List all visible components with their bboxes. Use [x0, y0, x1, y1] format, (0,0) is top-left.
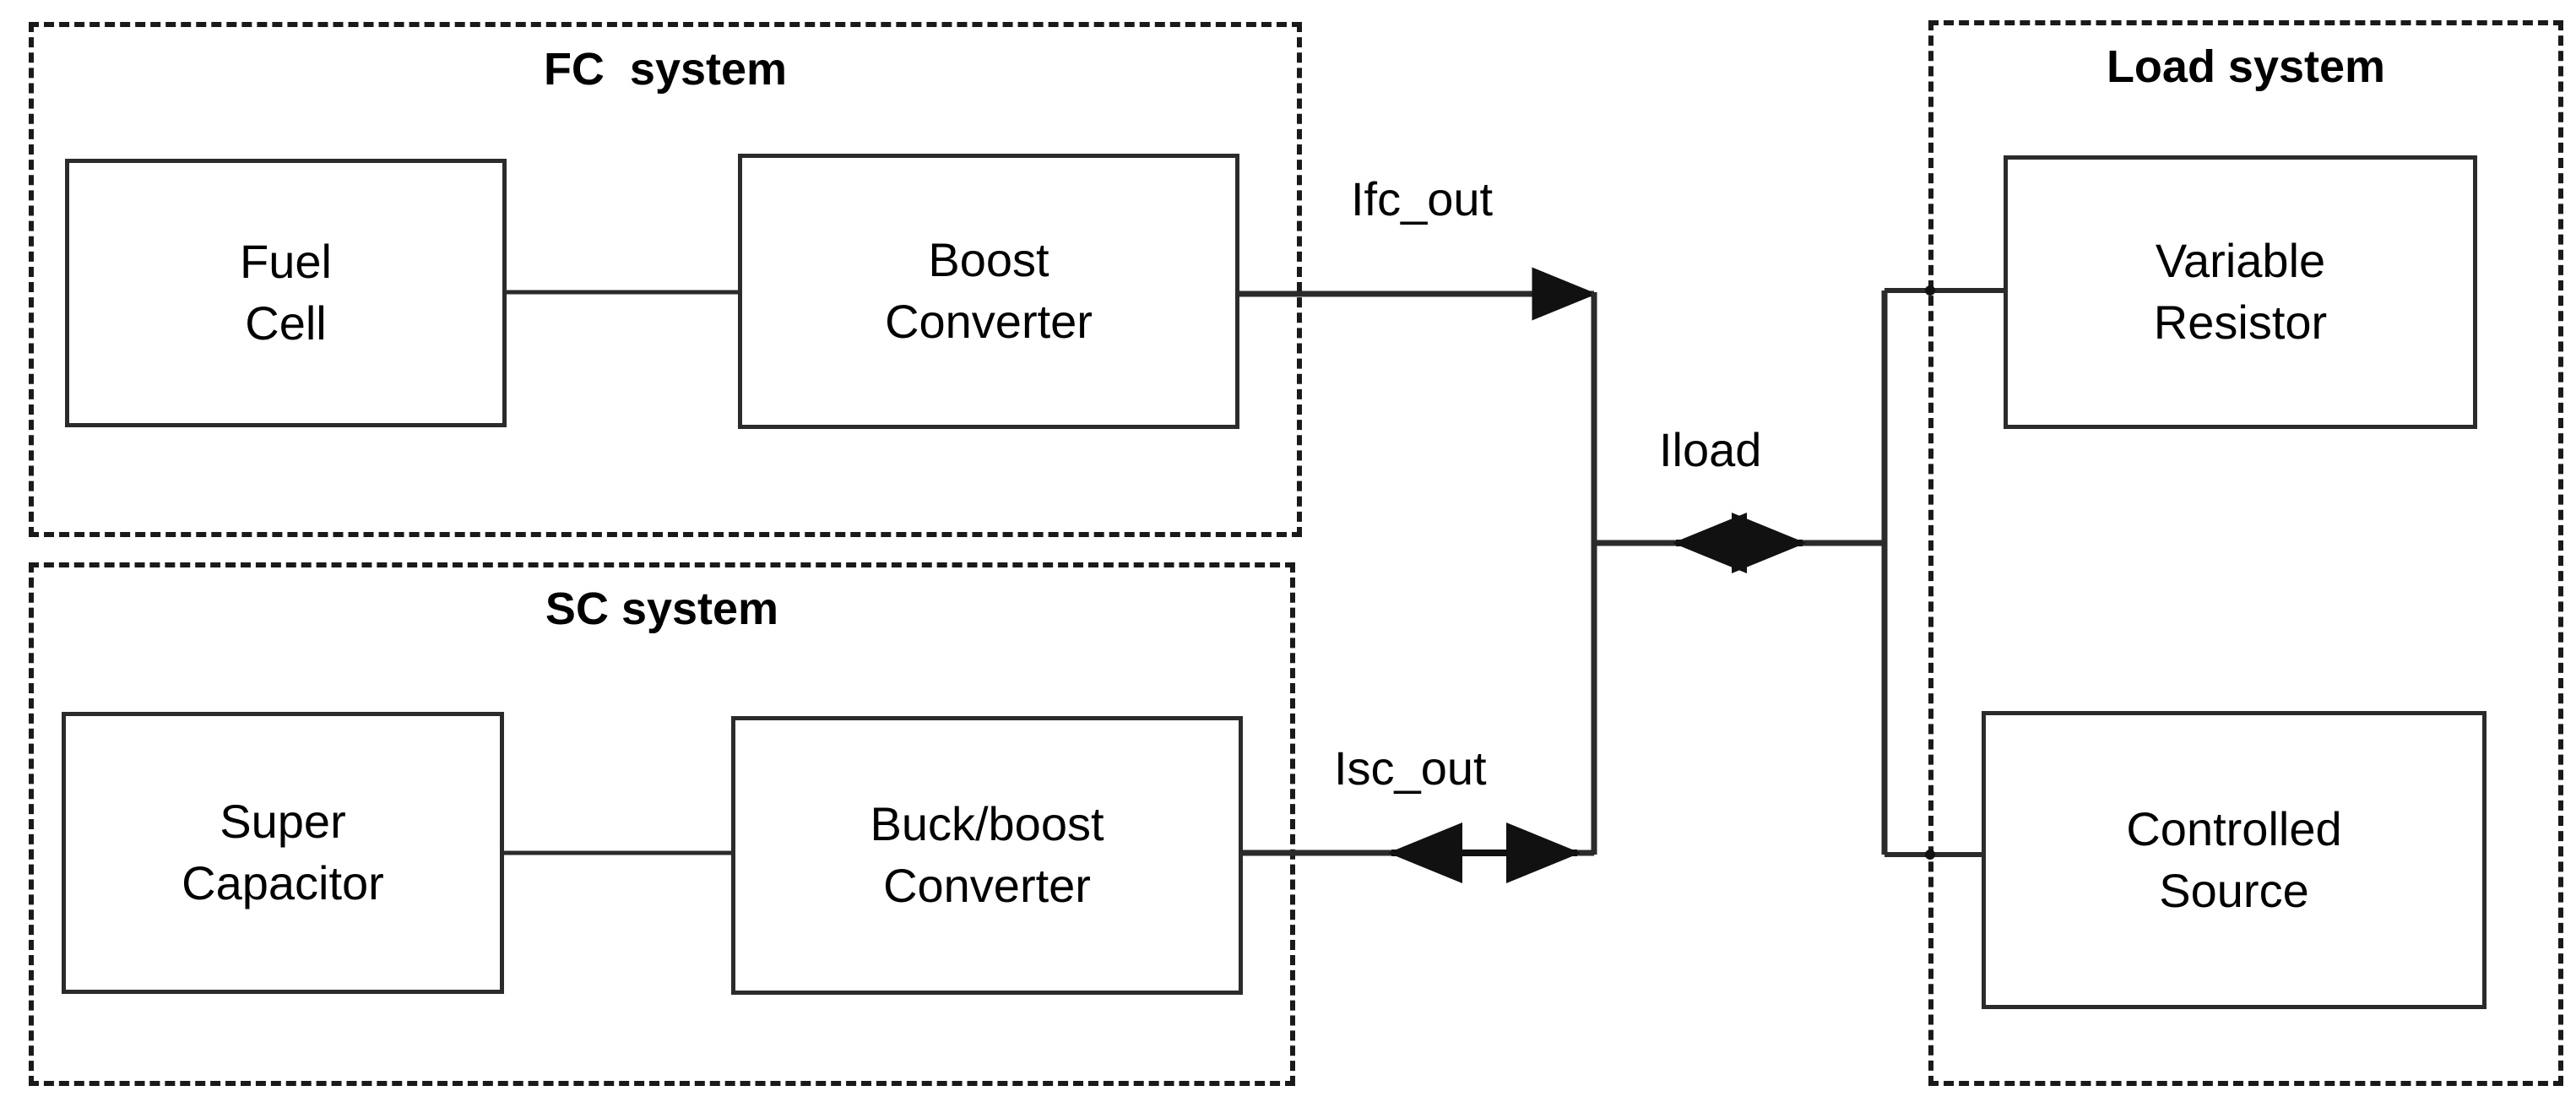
- block-fuel-cell[interactable]: Fuel Cell: [65, 159, 507, 427]
- signal-label-isc-out: Isc_out: [1334, 741, 1487, 795]
- block-controlled-source[interactable]: Controlled Source: [1982, 711, 2487, 1009]
- signal-label-iload: Iload: [1659, 423, 1762, 476]
- block-super-capacitor-line2: Capacitor: [182, 856, 384, 909]
- block-controlled-source-line2: Source: [2159, 863, 2309, 917]
- group-title-sc-system: SC system: [545, 584, 779, 634]
- signal-label-ifc-out: Ifc_out: [1351, 172, 1494, 225]
- block-controlled-source-line1: Controlled: [2126, 801, 2342, 855]
- block-buck-boost-converter-line1: Buck/boost: [870, 797, 1104, 851]
- block-variable-resistor-line1: Variable: [2155, 234, 2326, 288]
- block-boost-converter-line1: Boost: [928, 233, 1049, 287]
- group-box-load-system: [1928, 20, 2563, 1086]
- block-variable-resistor-line2: Resistor: [2153, 296, 2328, 349]
- junction-dot-top: [1925, 285, 1935, 296]
- group-title-fc-system: FC system: [543, 44, 788, 95]
- block-fuel-cell-line1: Fuel: [240, 235, 332, 289]
- junction-dot-bottom: [1925, 850, 1935, 860]
- block-super-capacitor[interactable]: Super Capacitor: [62, 712, 504, 994]
- block-boost-converter[interactable]: Boost Converter: [738, 154, 1239, 429]
- block-buck-boost-converter-line2: Converter: [883, 859, 1091, 912]
- group-title-load-system: Load system: [2106, 41, 2386, 92]
- group-box-sc-system: [29, 562, 1295, 1086]
- block-super-capacitor-line1: Super: [220, 795, 346, 849]
- block-boost-converter-line2: Converter: [885, 295, 1093, 348]
- block-buck-boost-converter[interactable]: Buck/boost Converter: [731, 716, 1243, 995]
- block-variable-resistor[interactable]: Variable Resistor: [2004, 155, 2477, 429]
- group-box-fc-system: [29, 22, 1302, 537]
- block-fuel-cell-line2: Cell: [245, 296, 327, 350]
